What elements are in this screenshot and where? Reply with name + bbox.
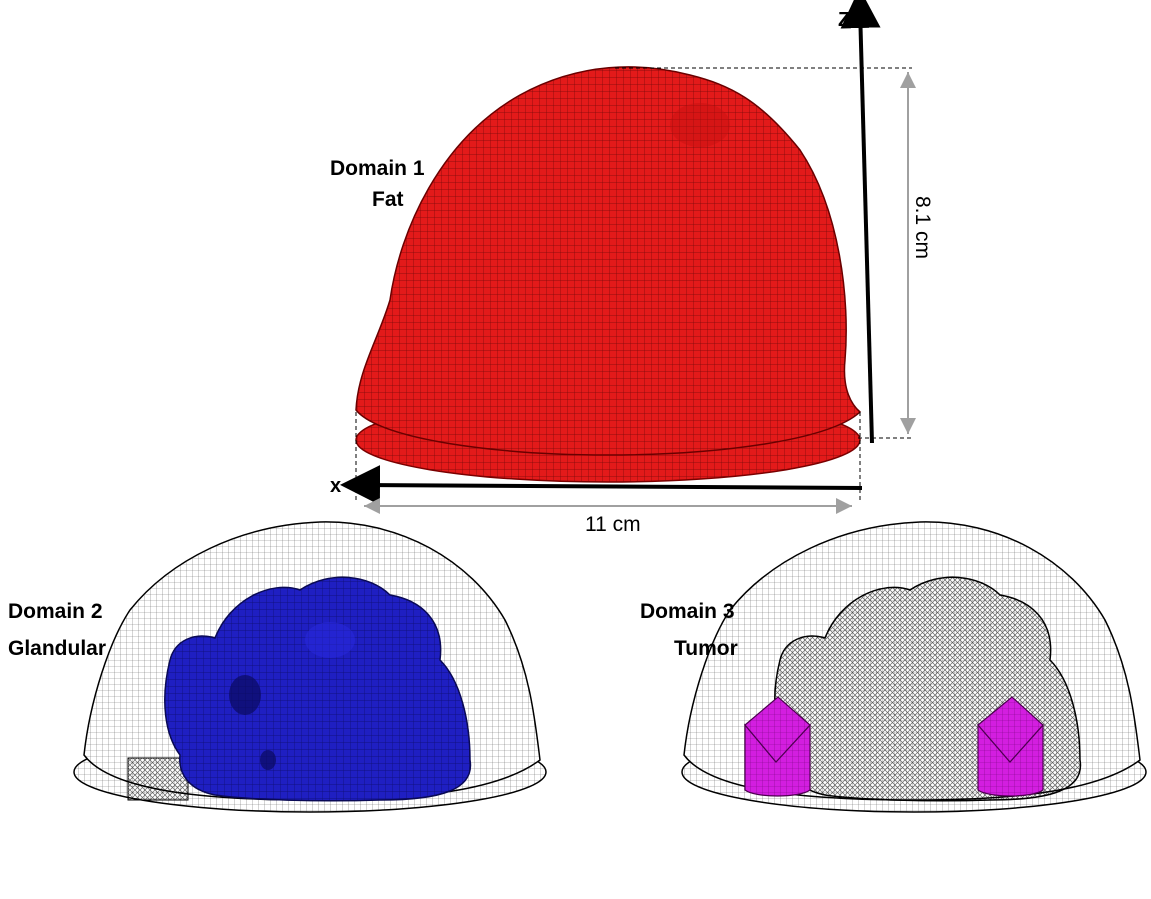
- fat-domain-model: [355, 66, 862, 483]
- tumor-domain-model: [681, 521, 1147, 813]
- width-dimension-label: 11 cm: [585, 513, 641, 536]
- domain1-title: Domain 1: [330, 157, 425, 180]
- tumor-left: [744, 696, 811, 797]
- tumor-right: [977, 696, 1044, 797]
- domain2-title: Domain 2: [8, 600, 103, 623]
- z-axis-arrow: [840, 0, 881, 444]
- domain3-name: Tumor: [674, 637, 738, 660]
- z-axis-label: Z: [838, 9, 850, 31]
- domain2-name: Glandular: [8, 637, 106, 660]
- x-axis-arrow: [340, 465, 863, 506]
- domain3-title: Domain 3: [640, 600, 735, 623]
- height-dimension-label: 8.1 cm: [911, 196, 934, 259]
- glandular-domain-model: [73, 521, 547, 813]
- domain1-name: Fat: [372, 188, 404, 211]
- x-axis-label: x: [330, 475, 341, 497]
